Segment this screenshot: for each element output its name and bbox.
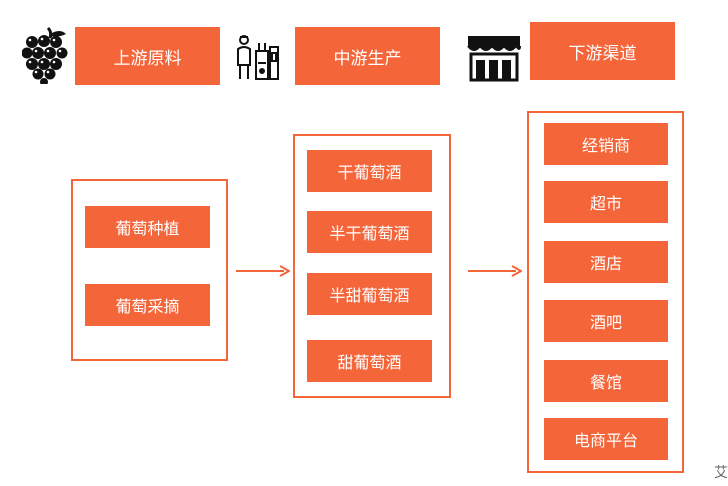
downstream-item: 电商平台 bbox=[544, 418, 668, 460]
midstream-item: 甜葡萄酒 bbox=[307, 340, 432, 382]
store-icon bbox=[467, 36, 521, 82]
downstream-item: 经销商 bbox=[544, 123, 668, 165]
flow-arrow-2 bbox=[468, 265, 522, 277]
midstream-item: 半干葡萄酒 bbox=[307, 211, 432, 253]
winery-worker-icon bbox=[237, 35, 279, 80]
flow-arrow-1 bbox=[236, 265, 290, 277]
downstream-item: 餐馆 bbox=[544, 360, 668, 402]
downstream-panel bbox=[527, 111, 684, 473]
downstream-item: 超市 bbox=[544, 181, 668, 223]
corner-watermark-text: 艾 bbox=[714, 465, 728, 481]
grape-icon bbox=[22, 26, 68, 84]
upstream-item: 葡萄种植 bbox=[85, 206, 210, 248]
downstream-header: 下游渠道 bbox=[530, 22, 675, 80]
upstream-item: 葡萄采摘 bbox=[85, 284, 210, 326]
midstream-header: 中游生产 bbox=[295, 27, 440, 85]
downstream-item: 酒吧 bbox=[544, 300, 668, 342]
upstream-header: 上游原料 bbox=[75, 27, 220, 85]
midstream-item: 半甜葡萄酒 bbox=[307, 273, 432, 315]
downstream-item: 酒店 bbox=[544, 241, 668, 283]
midstream-item: 干葡萄酒 bbox=[307, 150, 432, 192]
